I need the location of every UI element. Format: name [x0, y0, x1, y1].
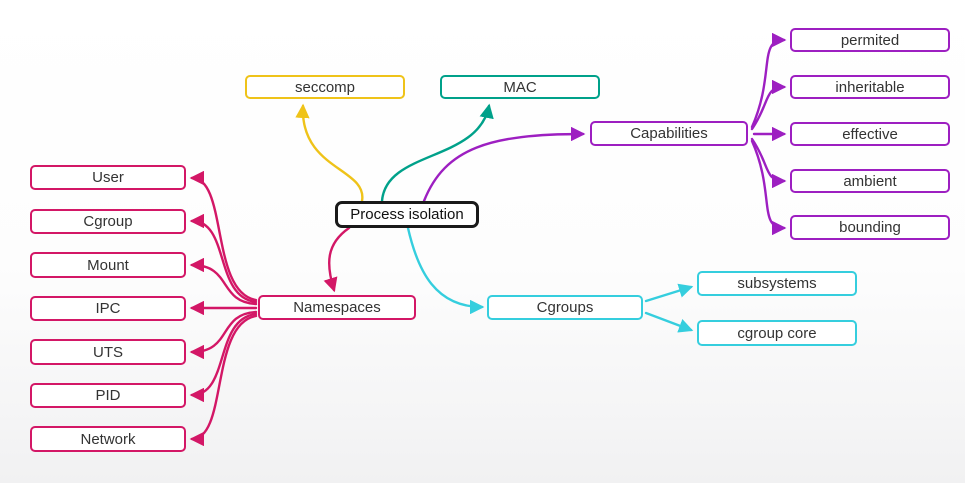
node-user[interactable]: User: [30, 165, 186, 190]
node-label: cgroup core: [737, 324, 817, 342]
node-label: UTS: [93, 343, 123, 361]
node-uts[interactable]: UTS: [30, 339, 186, 365]
node-label: User: [92, 169, 124, 186]
edge-capabilities-permited: [750, 32, 787, 129]
edge-namespaces-network: [189, 314, 258, 447]
node-seccomp[interactable]: seccomp: [245, 75, 405, 99]
node-ambient[interactable]: ambient: [790, 169, 950, 193]
edge-cgroups-cgroup-core: [644, 311, 694, 333]
node-inheritable[interactable]: inheritable: [790, 75, 950, 99]
edge-root-seccomp: [295, 103, 364, 203]
edge-cgroups-subsystems: [644, 283, 694, 303]
node-label: Namespaces: [293, 299, 381, 316]
node-capabilities[interactable]: Capabilities: [590, 121, 748, 146]
node-bounding[interactable]: bounding: [790, 215, 950, 240]
edge-capabilities-bounding: [750, 139, 787, 236]
node-ipc[interactable]: IPC: [30, 296, 186, 321]
node-pid[interactable]: PID: [30, 383, 186, 408]
node-label: Mount: [87, 256, 129, 274]
node-label: Cgroup: [83, 213, 133, 230]
node-label: PID: [95, 387, 121, 404]
node-label: Network: [80, 430, 136, 448]
node-label: ambient: [843, 172, 897, 190]
edge-namespaces-mount: [189, 257, 258, 306]
node-label: Capabilities: [630, 125, 708, 142]
edge-root-namespaces: [323, 226, 351, 293]
node-namespaces[interactable]: Namespaces: [258, 295, 416, 320]
node-label: MAC: [503, 78, 537, 96]
node-effective[interactable]: effective: [790, 122, 950, 146]
edge-capabilities-inheritable: [750, 79, 787, 131]
node-permited[interactable]: permited: [790, 28, 950, 52]
node-cgroup-core[interactable]: cgroup core: [697, 320, 857, 346]
node-mount[interactable]: Mount: [30, 252, 186, 278]
edge-root-cgroups: [406, 226, 485, 315]
node-process-isolation[interactable]: Process isolation: [335, 201, 479, 228]
edge-namespaces-user: [189, 170, 258, 302]
edge-root-mac: [380, 103, 494, 203]
node-label: Cgroups: [536, 299, 594, 316]
node-label: seccomp: [294, 78, 356, 96]
edge-root-capabilities: [422, 126, 586, 203]
node-network[interactable]: Network: [30, 426, 186, 452]
node-cgroups[interactable]: Cgroups: [487, 295, 643, 320]
node-label: inheritable: [835, 78, 905, 96]
node-label: Process isolation: [350, 206, 464, 223]
node-label: subsystems: [737, 275, 817, 292]
node-label: permited: [840, 31, 900, 49]
node-label: IPC: [95, 300, 121, 317]
node-label: effective: [842, 125, 898, 143]
node-cgroup[interactable]: Cgroup: [30, 209, 186, 234]
node-label: bounding: [839, 219, 901, 236]
node-mac[interactable]: MAC: [440, 75, 600, 99]
edge-capabilities-ambient: [750, 137, 787, 189]
edge-namespaces-pid: [189, 312, 258, 403]
edge-namespaces-cgroup: [189, 213, 258, 304]
edge-namespaces-uts: [189, 310, 258, 360]
node-subsystems[interactable]: subsystems: [697, 271, 857, 296]
